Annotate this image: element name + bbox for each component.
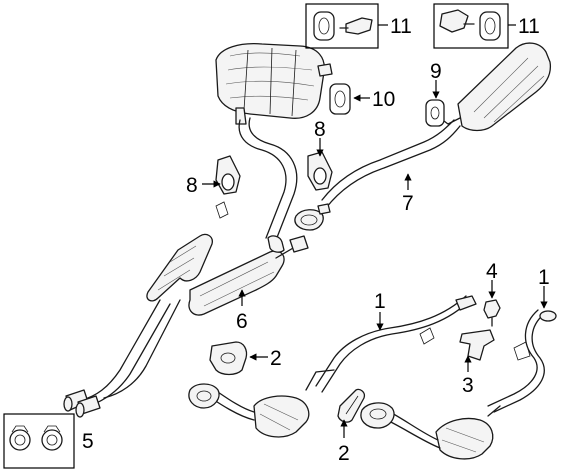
bracket xyxy=(459,329,495,361)
callout-4: 4 xyxy=(486,260,498,283)
callout-8-left: 8 xyxy=(186,174,198,197)
hanger-kit-box-left xyxy=(305,3,379,49)
callout-7: 7 xyxy=(402,192,414,215)
insulator-10 xyxy=(329,83,351,115)
gasket-upper xyxy=(209,341,248,376)
front-muffler xyxy=(439,42,552,132)
front-pipe-center xyxy=(188,295,477,438)
hanger-left xyxy=(215,155,241,195)
hanger-kit-box-right xyxy=(433,3,509,49)
leader-lines xyxy=(202,24,548,438)
gasket-lower xyxy=(337,388,366,423)
callout-2-upper: 2 xyxy=(270,347,282,370)
intermediate-pipe xyxy=(294,119,461,231)
callout-2-lower: 2 xyxy=(338,442,350,465)
callout-3: 3 xyxy=(462,374,474,397)
bolt xyxy=(483,299,501,327)
callout-5: 5 xyxy=(82,430,94,453)
callout-labels: 11 11 9 10 8 8 7 6 1 1 4 3 2 2 5 xyxy=(82,15,550,465)
callout-10: 10 xyxy=(372,88,395,111)
callout-1-right: 1 xyxy=(538,266,550,289)
callout-1-center: 1 xyxy=(374,290,386,313)
insulator-9 xyxy=(425,99,445,127)
hanger-center xyxy=(307,151,333,191)
callout-8-center: 8 xyxy=(314,118,326,141)
front-pipe-right xyxy=(360,309,557,460)
rear-muffler xyxy=(215,42,333,125)
clamp-kit-box xyxy=(3,413,75,469)
callout-11-right: 11 xyxy=(518,15,540,38)
callout-11-left: 11 xyxy=(390,15,412,38)
tailpipe-assembly xyxy=(63,117,298,418)
callout-9: 9 xyxy=(430,60,442,83)
center-resonator xyxy=(188,235,309,316)
callout-6: 6 xyxy=(236,310,248,333)
